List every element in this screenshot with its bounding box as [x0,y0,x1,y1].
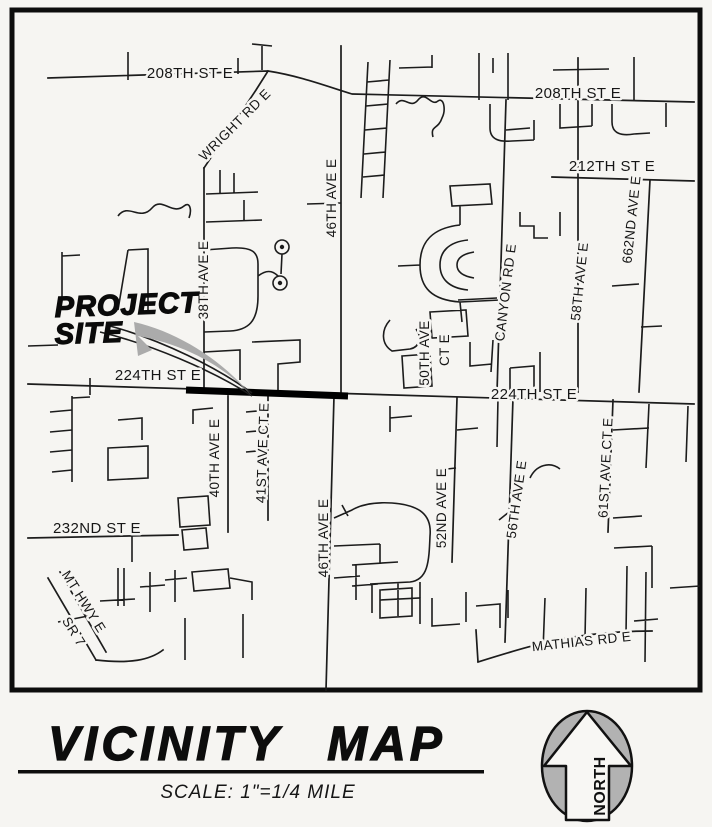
project-site-label: PROJECT SITE [53,286,201,351]
scale-label: SCALE: 1"=1/4 MILE [160,782,355,803]
street-label-sr7: SR 7 [59,614,88,649]
street-label-232nd: 232ND ST E [53,520,141,537]
road-canyon [496,99,507,393]
street-label-58th: 58TH AVE E [568,242,591,322]
road-224th [27,383,695,405]
street-label-61st: 61ST AVE CT E [595,417,615,518]
road-232nd [27,534,179,539]
street-label-wright-rd: WRIGHT RD E [196,86,274,164]
road-208th [47,70,695,103]
project-site-road-segment [185,386,349,400]
street-label-224th-left: 224TH ST E [115,367,201,384]
north-label: NORTH [592,756,609,815]
project-site-arrow [99,322,253,397]
road-wright [202,69,270,170]
street-label-212th: 212TH ST E [569,158,655,175]
street-label-208th-right: 208TH ST E [535,85,621,102]
title-underline [18,770,484,774]
cul-de-sacs [272,239,290,291]
map-border [9,7,703,693]
road-61st-ave-ct [607,399,614,533]
street-label-50th-line1: 50TH AVE [417,320,432,385]
title-block: VICINITY MAP SCALE: 1"=1/4 MILE [18,717,484,803]
road-mathias [475,629,653,664]
street-label-40th: 40TH AVE E [207,419,222,498]
road-212th [551,176,695,182]
map-title: VICINITY MAP [48,718,446,771]
street-label-41st: 41ST AVE CT E [253,402,271,503]
project-site-line1: PROJECT [54,287,200,324]
street-label-50th-line2: CT E [437,334,452,366]
street-label-mathias: MATHIAS RD E [531,629,632,654]
road-56th-ave [504,397,514,643]
road-662nd-ave [638,179,651,393]
north-arrow-pointer-icon [542,710,633,822]
street-label-224th-right: 224TH ST E [491,386,577,403]
minor-roads [27,43,701,663]
street-labels: 208TH ST E 208TH ST E WRIGHT RD E 212TH … [51,63,658,657]
street-label-208th-left: 208TH ST E [147,65,233,82]
street-label-662nd: 662ND AVE E [619,175,643,264]
street-label-46th-north: 46TH AVE E [324,159,339,238]
street-label-56th: 56TH AVE E [504,459,530,539]
road-52nd-ave [451,397,458,563]
street-label-canyon: CANYON RD E [492,243,519,342]
road-network [27,43,701,691]
street-label-38th: 38TH AVE E [196,241,211,320]
project-site-line2: SITE [54,317,124,351]
street-label-52nd: 52ND AVE E [434,468,449,548]
street-label-46th-south: 46TH AVE E [316,499,331,578]
north-arrow: NORTH [540,709,634,823]
road-46th-ave-south [325,395,335,691]
